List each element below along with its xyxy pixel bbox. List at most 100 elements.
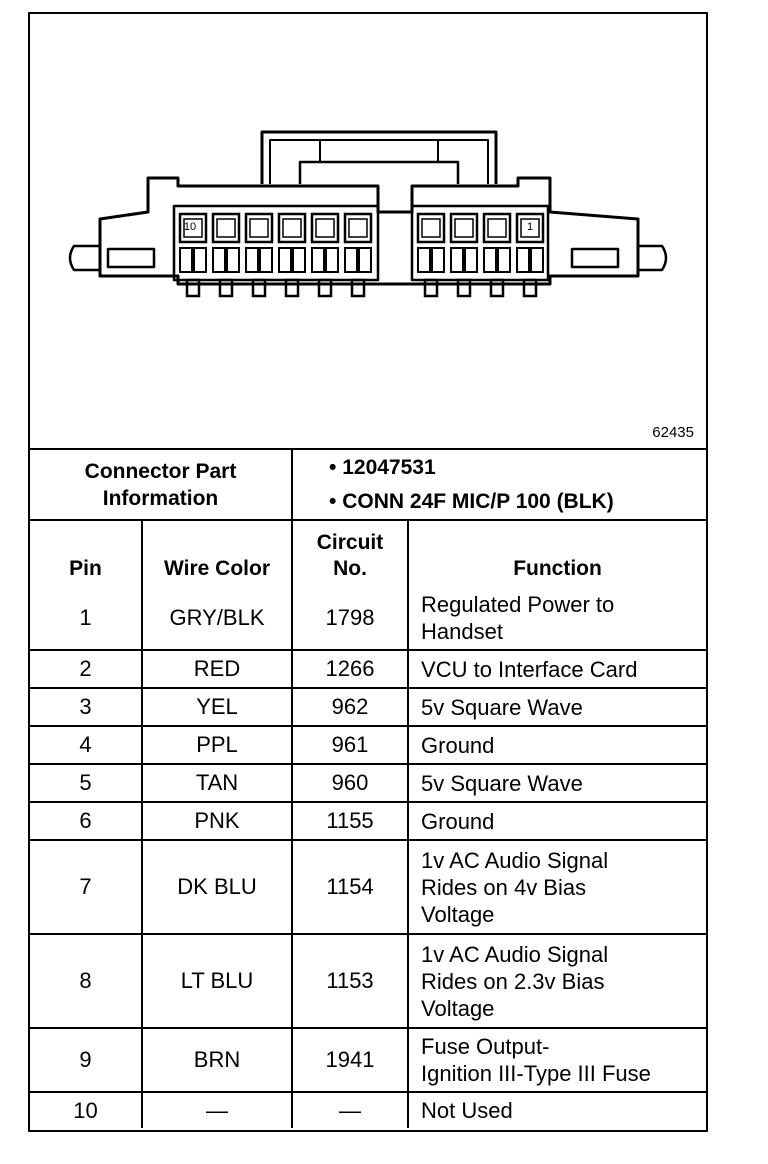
upper-cavity: [449, 212, 479, 244]
terminal-tab: [456, 278, 472, 298]
terminal-tab: [284, 278, 300, 298]
cavity-inner: [315, 218, 335, 238]
connector-info-row: Connector Part Information • 12047531 • …: [30, 450, 707, 521]
lower-terminal: [483, 247, 497, 273]
lower-terminal: [226, 247, 240, 273]
wire-color-cell: PPL: [140, 725, 294, 765]
function-cell: Not Used: [407, 1091, 707, 1128]
lower-terminal: [292, 247, 306, 273]
terminal-tab: [522, 278, 538, 298]
upper-cavity: [515, 212, 545, 244]
wire-color-cell: BRN: [140, 1027, 294, 1093]
connector-face-diagram: 10 1: [68, 130, 668, 298]
pin-cell: 8: [30, 933, 143, 1029]
terminal-tab: [350, 278, 366, 298]
wire-color-cell: PNK: [140, 801, 294, 841]
lower-terminal: [516, 247, 530, 273]
function-cell: 1v AC Audio Signal Rides on 2.3v Bias Vo…: [407, 933, 707, 1029]
header-pin: Pin: [30, 519, 143, 586]
circuit-cell: 1941: [291, 1027, 410, 1093]
pin-cell: 10: [30, 1091, 143, 1128]
cavity-inner: [216, 218, 236, 238]
upper-cavity: [211, 212, 241, 244]
pin-cell: 2: [30, 649, 143, 689]
bullet: •: [329, 489, 337, 513]
table-header-row: Pin Wire Color Circuit No. Function: [30, 519, 707, 586]
connector-latch: [260, 130, 498, 184]
lower-terminal: [530, 247, 544, 273]
function-cell: 5v Square Wave: [407, 763, 707, 803]
upper-cavity: [310, 212, 340, 244]
circuit-cell: 1155: [291, 801, 410, 841]
circuit-cell: 960: [291, 763, 410, 803]
lower-terminal: [212, 247, 226, 273]
lower-terminal: [344, 247, 358, 273]
right-window: [570, 247, 620, 269]
lower-terminal: [450, 247, 464, 273]
upper-cavity: [416, 212, 446, 244]
lower-terminal: [417, 247, 431, 273]
upper-cavity: [244, 212, 274, 244]
lower-terminal: [311, 247, 325, 273]
upper-cavity: [343, 212, 373, 244]
upper-cavity: [482, 212, 512, 244]
wire-color-cell: GRY/BLK: [140, 586, 294, 651]
terminal-tab: [218, 278, 234, 298]
wire-color-cell: TAN: [140, 763, 294, 803]
bullet: •: [329, 455, 337, 479]
header-circuit-no: Circuit No.: [291, 519, 410, 586]
lower-terminal: [278, 247, 292, 273]
connector-diagram-panel: 10 1 62435: [30, 14, 706, 450]
function-cell: Regulated Power to Handset: [407, 586, 707, 651]
cavity-inner: [487, 218, 507, 238]
pin-cell: 1: [30, 586, 143, 651]
left-ear: [68, 244, 100, 272]
circuit-cell: 961: [291, 725, 410, 765]
table-row: 10——Not Used: [30, 1091, 707, 1128]
function-cell: 1v AC Audio Signal Rides on 4v Bias Volt…: [407, 839, 707, 935]
cavity-inner: [520, 218, 540, 238]
left-window: [106, 247, 156, 269]
lower-terminal: [245, 247, 259, 273]
terminal-tab: [423, 278, 439, 298]
circuit-cell: 1798: [291, 586, 410, 651]
part-number: 12047531: [342, 455, 436, 479]
pin-label-10: 10: [184, 221, 196, 233]
terminal-tab: [317, 278, 333, 298]
wire-color-cell: RED: [140, 649, 294, 689]
circuit-cell: 1266: [291, 649, 410, 689]
function-cell: VCU to Interface Card: [407, 649, 707, 689]
lower-terminal: [325, 247, 339, 273]
function-cell: Fuse Output- Ignition III-Type III Fuse: [407, 1027, 707, 1093]
circuit-cell: —: [291, 1091, 410, 1128]
lower-terminal: [259, 247, 273, 273]
lower-terminal: [358, 247, 372, 273]
circuit-cell: 962: [291, 687, 410, 727]
connector-info-values: • 12047531 • CONN 24F MIC/P 100 (BLK): [291, 450, 707, 521]
wire-color-cell: YEL: [140, 687, 294, 727]
wire-color-cell: —: [140, 1091, 294, 1128]
cavity-inner: [183, 218, 203, 238]
terminal-tab: [185, 278, 201, 298]
document-frame: 10 1 62435 Connector Part Information • …: [28, 12, 708, 1132]
right-cavity-block: [410, 204, 550, 282]
lower-terminal: [431, 247, 445, 273]
figure-number: 62435: [652, 424, 694, 441]
right-ear: [638, 244, 668, 272]
upper-cavity: [178, 212, 208, 244]
cavity-inner: [421, 218, 441, 238]
cavity-inner: [249, 218, 269, 238]
upper-cavity: [277, 212, 307, 244]
part-number-line: • 12047531: [329, 451, 706, 485]
function-cell: Ground: [407, 725, 707, 765]
